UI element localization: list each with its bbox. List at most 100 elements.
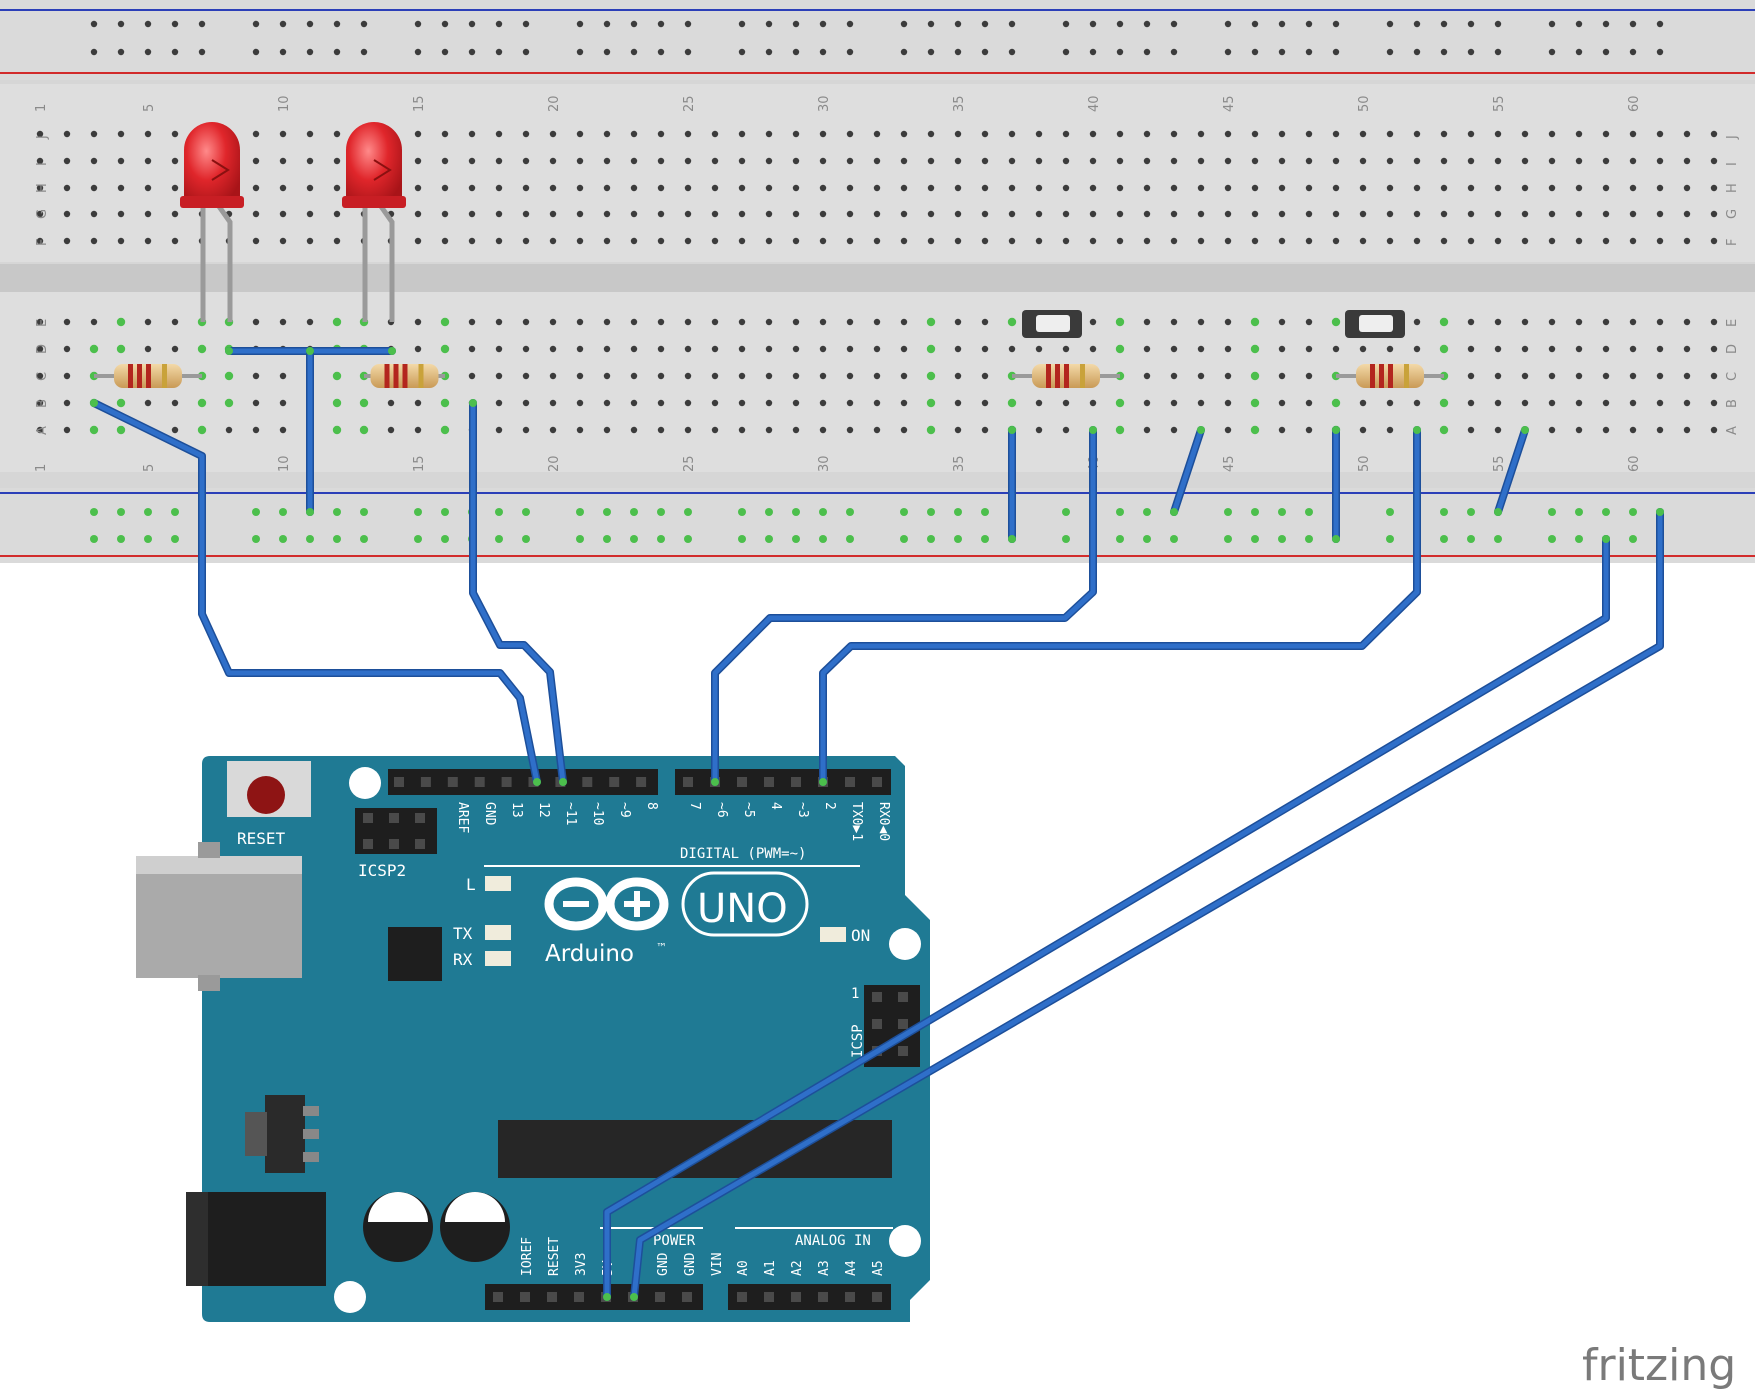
breadboard-hole	[279, 210, 287, 218]
breadboard-hole	[1143, 399, 1151, 407]
pushbutton-1[interactable]	[1022, 310, 1082, 338]
breadboard-hole	[1305, 399, 1313, 407]
power-rail-hole	[1062, 535, 1070, 543]
breadboard-hole	[873, 318, 881, 326]
breadboard-hole	[657, 345, 665, 353]
power-rail-hole	[1440, 20, 1448, 28]
breadboard-hole	[414, 130, 422, 138]
header-pin	[501, 777, 512, 787]
breadboard-hole	[549, 372, 557, 380]
breadboard-hole	[63, 237, 71, 245]
breadboard-hole	[792, 157, 800, 165]
breadboard-hole	[1710, 399, 1718, 407]
power-rail-hole	[738, 535, 746, 543]
column-number: 45	[1222, 455, 1237, 472]
led-tx	[485, 925, 511, 940]
power-rail-hole	[1143, 535, 1151, 543]
power-rail-hole	[954, 20, 962, 28]
power-rail-hole	[819, 48, 827, 56]
breadboard-hole	[495, 157, 503, 165]
breadboard-hole	[1116, 157, 1124, 165]
breadboard-hole	[657, 318, 665, 326]
led-1[interactable]	[180, 122, 244, 322]
breadboard-hole	[549, 237, 557, 245]
power-rail-hole	[657, 20, 665, 28]
breadboard-hole	[792, 426, 800, 434]
power-rail-hole	[1089, 48, 1097, 56]
breadboard-hole	[684, 372, 692, 380]
breadboard-hole	[1251, 237, 1259, 245]
power-rail-hole	[252, 48, 260, 56]
breadboard-hole	[1494, 184, 1502, 192]
power-rail-hole	[1143, 20, 1151, 28]
breadboard-hole	[1521, 399, 1529, 407]
reset-button[interactable]	[227, 761, 311, 817]
power-rail-hole	[1467, 535, 1475, 543]
power-rail-hole	[1062, 20, 1070, 28]
breadboard-hole	[1575, 399, 1583, 407]
power-rail-hole	[414, 508, 422, 516]
breadboard-hole	[1494, 345, 1502, 353]
wire-end	[1656, 508, 1664, 516]
breadboard-hole	[1305, 426, 1313, 434]
resistors	[94, 364, 1444, 388]
power-rail-hole	[603, 48, 611, 56]
breadboard-hole	[1170, 372, 1178, 380]
power-rail-hole	[441, 48, 449, 56]
breadboard-hole	[981, 345, 989, 353]
breadboard-hole	[279, 157, 287, 165]
breadboard-hole	[1548, 372, 1556, 380]
breadboard-hole	[1575, 184, 1583, 192]
wire-end	[1170, 508, 1178, 516]
power-rail-hole	[657, 48, 665, 56]
breadboard-hole	[495, 237, 503, 245]
breadboard-hole	[819, 399, 827, 407]
breadboard-hole	[819, 237, 827, 245]
breadboard-hole	[819, 318, 827, 326]
power-rail-hole	[981, 508, 989, 516]
breadboard-hole	[1332, 210, 1340, 218]
power-rail-hole	[792, 20, 800, 28]
breadboard-hole	[1467, 130, 1475, 138]
power-rail-hole	[1629, 20, 1637, 28]
breadboard-hole	[1413, 130, 1421, 138]
power-rail-hole	[171, 508, 179, 516]
breadboard-hole	[684, 318, 692, 326]
power-rail-hole	[1305, 20, 1313, 28]
power-rail-hole	[441, 20, 449, 28]
power-jack	[186, 1192, 326, 1286]
breadboard-hole	[36, 426, 44, 434]
header-pin	[845, 777, 855, 787]
breadboard-hole	[36, 184, 44, 192]
power-rail-hole	[117, 20, 125, 28]
led-2[interactable]	[342, 122, 406, 322]
wire-end	[711, 778, 719, 786]
pushbutton-2[interactable]	[1345, 310, 1405, 338]
led-rx	[485, 951, 511, 966]
power-rail-hole	[333, 508, 341, 516]
breadboard-hole	[117, 184, 125, 192]
breadboard-hole	[711, 184, 719, 192]
breadboard-hole	[1251, 210, 1259, 218]
breadboard-hole	[1494, 399, 1502, 407]
header-pin	[609, 777, 620, 787]
breadboard-hole	[1305, 130, 1313, 138]
breadboard-hole	[1575, 426, 1583, 434]
power-rail-hole	[603, 508, 611, 516]
breadboard-hole	[819, 372, 827, 380]
breadboard-hole	[819, 130, 827, 138]
header-pin	[737, 777, 747, 787]
breadboard-hole	[819, 157, 827, 165]
power-rail-hole	[468, 20, 476, 28]
breadboard-hole	[441, 237, 449, 245]
breadboard-hole	[522, 399, 530, 407]
breadboard-hole	[495, 130, 503, 138]
power-rail-hole	[630, 508, 638, 516]
power-rail-hole	[468, 48, 476, 56]
power-rail-hole	[441, 508, 449, 516]
breadboard-hole	[1062, 237, 1070, 245]
breadboard-hole	[1305, 184, 1313, 192]
column-number: 30	[817, 455, 832, 472]
power-rail-hole	[198, 20, 206, 28]
breadboard-hole	[1278, 184, 1286, 192]
